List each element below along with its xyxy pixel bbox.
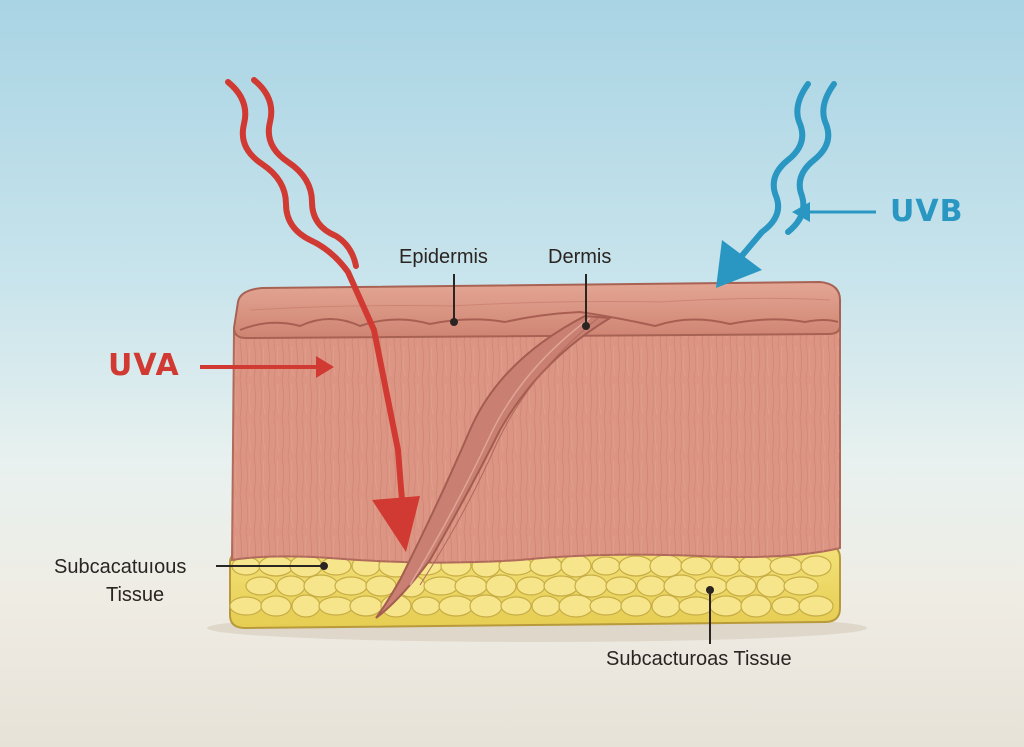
- fat-cell: [500, 596, 532, 616]
- subcutaneous-left-label-line2: Tissue: [106, 584, 165, 606]
- fat-cell: [756, 574, 786, 598]
- fat-cell: [740, 594, 772, 618]
- uva-wave-1: [225, 79, 405, 503]
- fat-cell: [276, 575, 306, 597]
- fat-cell: [560, 554, 592, 578]
- fat-cell: [318, 596, 354, 616]
- fat-cell: [618, 555, 654, 577]
- uvb-label: UVB: [890, 194, 964, 229]
- fat-cell: [651, 594, 681, 618]
- fat-cell: [349, 595, 383, 617]
- fat-cell: [411, 596, 441, 616]
- fat-cell: [725, 575, 757, 597]
- fat-cell: [783, 576, 819, 596]
- hair-follicle: [375, 314, 614, 619]
- fat-cell: [574, 574, 608, 598]
- fat-cell: [303, 574, 339, 598]
- uvb-pointer-arrowhead: [792, 202, 810, 222]
- epidermis-label: Epidermis: [399, 246, 488, 268]
- fat-cell: [245, 576, 277, 596]
- fat-cell: [334, 576, 368, 596]
- fat-cell: [589, 596, 623, 616]
- subcutaneous-left-label-line1: Subcacatuıous: [54, 556, 187, 578]
- fat-cell: [291, 594, 321, 618]
- fat-cell: [769, 556, 803, 576]
- fat-cell: [469, 594, 503, 618]
- fat-cell: [798, 595, 834, 617]
- fat-cell: [620, 595, 652, 617]
- uva-ray: [200, 77, 420, 552]
- fat-cell: [771, 596, 801, 616]
- fat-cell: [229, 596, 263, 616]
- epidermis-layer: [232, 280, 841, 340]
- fat-cell: [516, 576, 546, 596]
- uva-label: UVA: [108, 348, 180, 383]
- uva-arrowhead: [372, 496, 420, 552]
- uvb-wave-1: [737, 81, 811, 261]
- fat-cell: [738, 554, 774, 578]
- uvb-ray: [716, 81, 876, 288]
- fat-cell: [454, 575, 488, 597]
- fat-cell: [438, 595, 474, 617]
- fat-cell: [636, 575, 666, 597]
- fat-cell: [800, 555, 832, 577]
- subcutaneous-right-label: Subcacturoas Tissue: [606, 648, 792, 670]
- dermis-label: Dermis: [548, 246, 612, 268]
- leader-lines: [216, 274, 714, 644]
- fat-cell: [531, 595, 561, 617]
- fat-cell: [680, 556, 712, 576]
- fat-cell: [678, 596, 714, 616]
- fat-cell: [605, 576, 637, 596]
- fat-cell: [423, 576, 459, 596]
- fat-cell: [558, 594, 594, 618]
- fat-cell: [485, 574, 517, 598]
- fat-cell: [591, 556, 621, 576]
- fat-cell: [709, 595, 743, 617]
- uva-pointer-arrowhead: [316, 356, 334, 378]
- uvb-arrowhead: [716, 240, 762, 288]
- fat-cell: [663, 574, 699, 598]
- fat-cell: [260, 595, 292, 617]
- fat-cell: [711, 555, 741, 577]
- fat-cell: [649, 554, 683, 578]
- fat-cell: [543, 575, 579, 597]
- uva-wave-2: [251, 77, 359, 269]
